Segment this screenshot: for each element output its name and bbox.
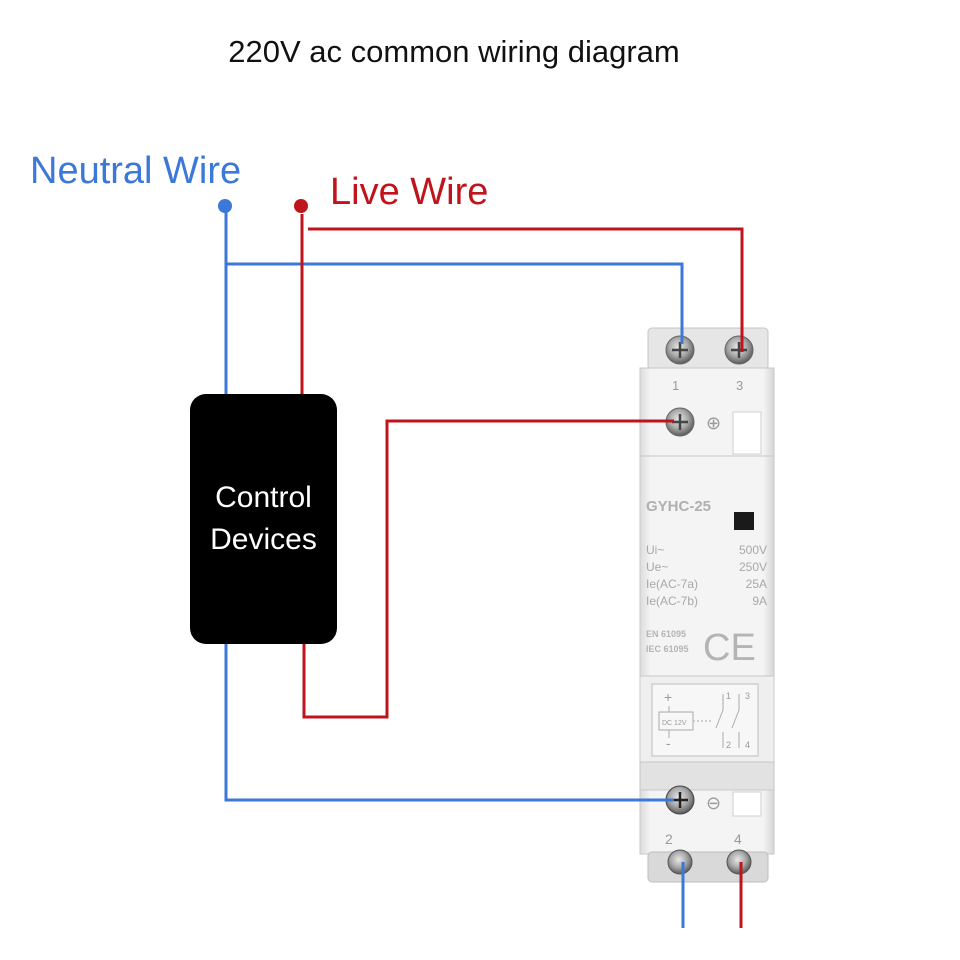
neutral-wiring xyxy=(218,199,685,928)
rating-label: Ui~ xyxy=(646,543,664,557)
screw-terminal-1-icon[interactable] xyxy=(665,335,695,365)
rating-label: Ie(AC-7a) xyxy=(646,577,698,591)
plus-symbol: ⊕ xyxy=(706,413,721,433)
terminal-2-label: 2 xyxy=(665,831,673,847)
minus-symbol: ⊖ xyxy=(706,793,721,813)
standard-label: EN 61095 xyxy=(646,629,686,639)
coil-minus-label: - xyxy=(666,735,671,751)
control-devices-line-1: Control xyxy=(215,481,312,514)
schematic-number: 4 xyxy=(745,740,750,750)
schematic-number: 2 xyxy=(726,740,731,750)
rating-value: 25A xyxy=(746,577,767,591)
screw-terminal-3-icon[interactable] xyxy=(724,335,754,365)
schematic-number: 3 xyxy=(745,691,750,701)
top-slot xyxy=(732,411,762,455)
coil-voltage-label: DC 12V xyxy=(662,720,687,727)
live-wire-label: Live Wire xyxy=(330,171,489,213)
ce-mark: CE xyxy=(703,627,756,669)
ratings-list: Ui~ 500V Ue~ 250V Ie(AC-7a) 25A Ie(AC-7b… xyxy=(646,543,767,608)
live-wiring xyxy=(294,199,744,928)
model-label: GYHC-25 xyxy=(646,498,711,515)
coil-plus-label: + xyxy=(664,689,672,705)
diagram-title: 220V ac common wiring diagram xyxy=(228,34,680,69)
terminal-3-label: 3 xyxy=(736,378,743,393)
indicator-window xyxy=(734,512,754,530)
live-terminal-dot xyxy=(294,199,308,213)
lower-body-ridge xyxy=(639,761,775,793)
contactor-device: 1 3 ⊕ GYHC-25 Ui~ 500V Ue~ 250V Ie(AC-7a… xyxy=(639,327,775,883)
screw-coil-negative-icon[interactable] xyxy=(665,785,695,815)
terminal-4-label: 4 xyxy=(734,831,742,847)
control-devices-line-2: Devices xyxy=(210,523,317,556)
neutral-wire-label: Neutral Wire xyxy=(30,150,242,192)
live-wire-control-to-coil xyxy=(302,419,674,719)
rating-label: Ue~ xyxy=(646,560,668,574)
standard-label: IEC 61095 xyxy=(646,644,689,654)
screw-coil-positive-icon[interactable] xyxy=(665,407,695,437)
screw-terminal-4-icon[interactable] xyxy=(726,849,752,875)
main-body xyxy=(639,455,775,679)
screw-terminal-2-icon[interactable] xyxy=(667,849,693,875)
rating-value: 9A xyxy=(752,594,767,608)
neutral-wire-to-terminal-1 xyxy=(226,262,684,344)
terminal-1-label: 1 xyxy=(672,378,679,393)
neutral-wire-control-to-coil xyxy=(224,644,674,802)
control-devices-box: Control Devices xyxy=(190,394,337,644)
coil-schematic: + - DC 12V 1 3 2 4 xyxy=(658,689,750,751)
rating-value: 250V xyxy=(739,560,767,574)
schematic-number: 1 xyxy=(726,691,731,701)
rating-label: Ie(AC-7b) xyxy=(646,594,698,608)
rating-value: 500V xyxy=(739,543,767,557)
live-wire-to-terminal-3 xyxy=(308,227,744,352)
